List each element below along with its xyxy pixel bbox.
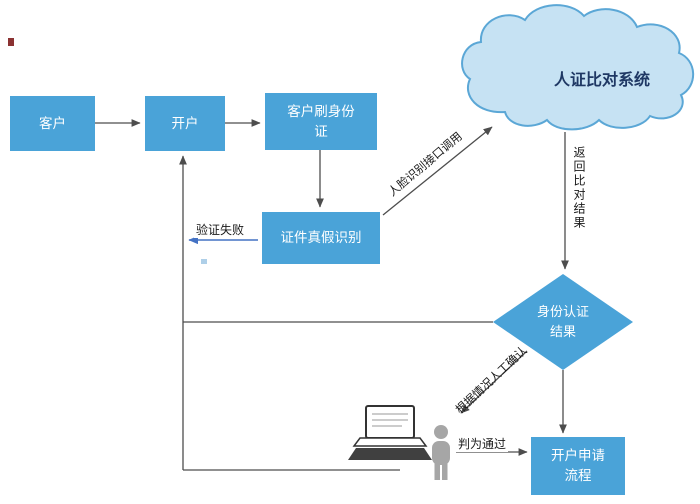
node-apply-flow-label: 开户申请流程 bbox=[551, 448, 605, 483]
cloud-shape bbox=[461, 4, 695, 131]
artifact-blue-speck bbox=[201, 259, 207, 264]
edge-label-return-result: 返回比对结果 bbox=[572, 146, 586, 230]
node-customer-label: 客户 bbox=[39, 115, 66, 131]
node-open-account-label: 开户 bbox=[171, 115, 199, 131]
node-id-check-label: 证件真假识别 bbox=[280, 230, 362, 246]
node-apply-flow: 开户申请流程 bbox=[531, 437, 625, 495]
node-id-check: 证件真假识别 bbox=[262, 212, 380, 264]
node-open-account: 开户 bbox=[145, 96, 225, 151]
laptop-icon bbox=[348, 405, 432, 460]
edge-label-pass: 判为通过 bbox=[456, 435, 509, 452]
node-swipe-id: 客户刷身份证 bbox=[265, 93, 377, 150]
auth-result-diamond bbox=[493, 274, 633, 370]
edge-idcheck-cloud bbox=[382, 126, 493, 216]
cloud-system-label: 人证比对系统 bbox=[553, 72, 650, 89]
artifact-red-speck bbox=[8, 38, 14, 46]
edge-diamond-person bbox=[460, 350, 528, 414]
edge-label-verify-fail: 验证失败 bbox=[194, 221, 247, 238]
auth-result-label: 身份认证结果 bbox=[536, 304, 589, 339]
person-icon bbox=[432, 425, 450, 480]
node-customer: 客户 bbox=[10, 96, 95, 151]
node-swipe-id-label: 客户刷身份证 bbox=[287, 103, 355, 139]
